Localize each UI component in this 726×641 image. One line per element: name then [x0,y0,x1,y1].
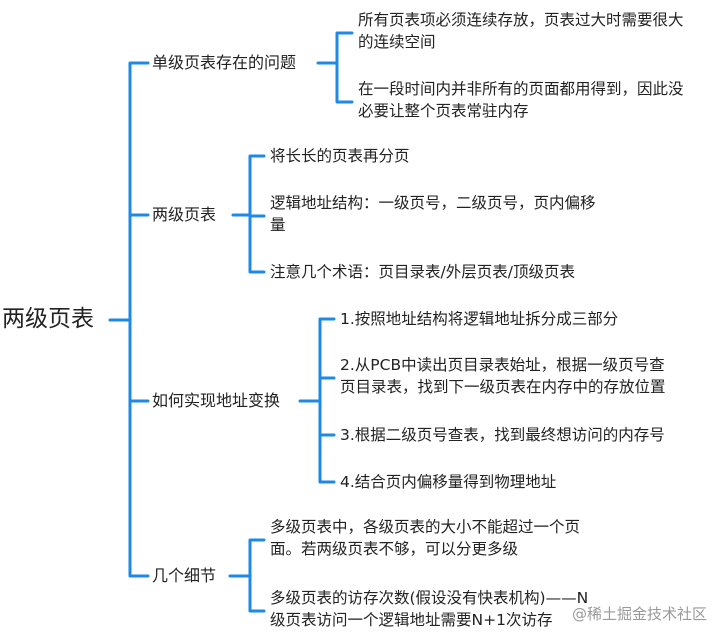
leaf-line: 1.按照地址结构将逻辑地址拆分成三部分 [340,310,619,328]
leaf-line: 多级页表中，各级页表的大小不能超过一个页 [270,518,581,536]
leaf-line: 在一段时间内并非所有的页面都用得到，因此没 [358,80,684,98]
root-topic: 两级页表 [2,306,94,332]
leaf-line: 多级页表的访存次数(假设没有快表机构)——N [270,589,589,607]
leaf-line: 3.根据二级页号查表，找到最终想访问的内存号 [340,426,665,444]
leaf-line: 页目录表，找到下一级页表在内存中的存放位置 [340,378,666,396]
branch-3-connector [298,317,336,484]
leaf-step-3: 3.根据二级页号查表，找到最终想访问的内存号 [340,424,665,446]
leaf-line: 必要让整个页表常驻内存 [358,102,529,120]
leaf-multi-level-size: 多级页表中，各级页表的大小不能超过一个页 面。若两级页表不够，可以分更多级 [270,516,580,560]
branch-4-connector [228,538,266,613]
leaf-line: 的连续空间 [358,33,436,51]
branch-1-connector [316,31,354,104]
leaf-line: 2.从PCB中读出页目录表始址，根据一级页号查 [340,356,665,374]
leaf-not-all-pages-used: 在一段时间内并非所有的页面都用得到，因此没 必要让整个页表常驻内存 [358,78,684,122]
leaf-line: 4.结合页内偏移量得到物理地址 [340,473,557,491]
leaf-line: 逻辑地址结构：一级页号，二级页号，页内偏移 [270,194,596,212]
branch-single-level-problems: 单级页表存在的问题 [152,53,297,72]
watermark: @稀土掘金技术社区 [572,605,708,623]
leaf-memory-access-count: 多级页表的访存次数(假设没有快表机构)——N 级页表访问一个逻辑地址需要N+1次… [270,587,588,631]
leaf-contiguous-storage: 所有页表项必须连续存放，页表过大时需要很大 的连续空间 [358,9,684,53]
branch-2-connector [231,154,266,274]
branch-two-level-page-table: 两级页表 [152,205,217,224]
leaf-step-1: 1.按照地址结构将逻辑地址拆分成三部分 [340,308,618,330]
leaf-line: 注意几个术语：页目录表/外层页表/顶级页表 [270,263,575,281]
leaf-line: 将长长的页表再分页 [270,147,410,165]
leaf-line: 面。若两级页表不够，可以分更多级 [270,540,519,558]
leaf-line: 级页表访问一个逻辑地址需要N+1次访存 [270,611,553,629]
leaf-step-2: 2.从PCB中读出页目录表始址，根据一级页号查 页目录表，找到下一级页表在内存中… [340,354,666,398]
leaf-step-4: 4.结合页内偏移量得到物理地址 [340,471,556,493]
branch-address-translation: 如何实现地址变换 [152,391,281,410]
leaf-paging-the-page-table: 将长长的页表再分页 [270,145,410,167]
branch-details: 几个细节 [152,566,217,585]
leaf-line: 所有页表项必须连续存放，页表过大时需要很大 [358,11,684,29]
leaf-logical-address-structure: 逻辑地址结构：一级页号，二级页号，页内偏移 量 [270,192,596,236]
leaf-terminology: 注意几个术语：页目录表/外层页表/顶级页表 [270,261,575,283]
root-connector [108,61,150,578]
leaf-line: 量 [270,216,286,234]
